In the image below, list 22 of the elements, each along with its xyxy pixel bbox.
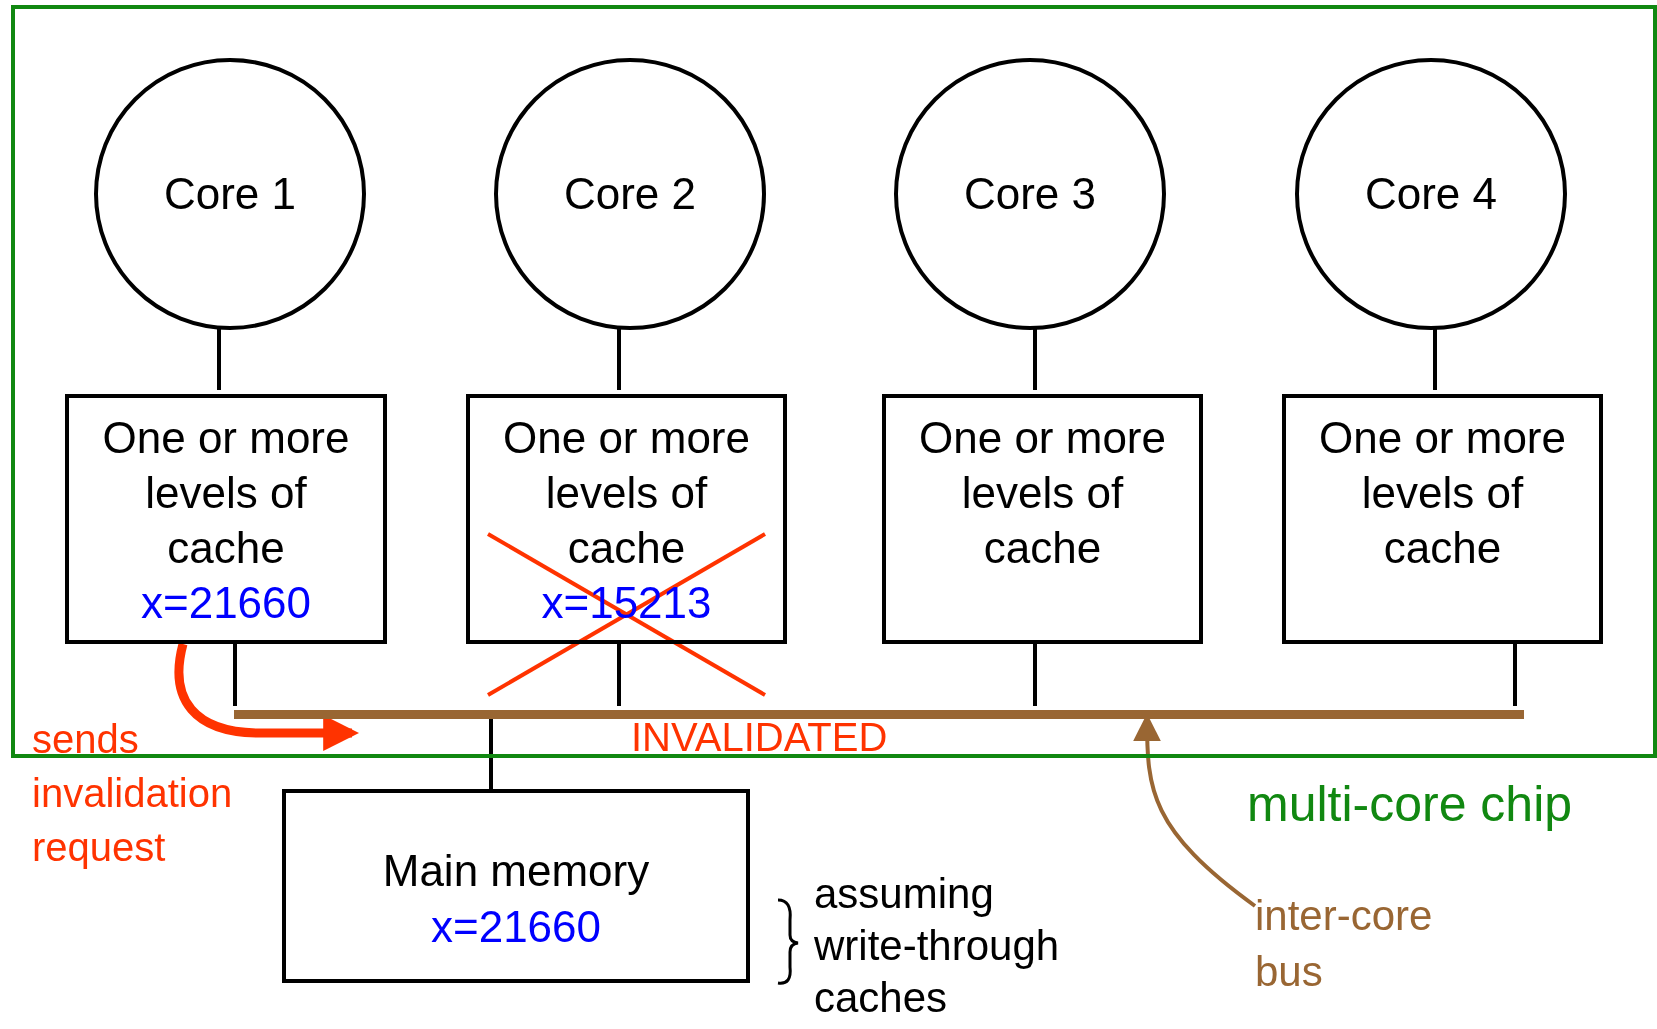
core-circle: Core 2 (494, 58, 766, 330)
cache-box (466, 394, 787, 644)
box-text: One or more levels of cache (101, 412, 351, 574)
box-text: One or more levels of cache (918, 412, 1167, 574)
core-circle: Core 1 (94, 58, 366, 330)
box-text: One or more levels of cache (1318, 412, 1567, 574)
cache-box (65, 394, 387, 644)
box-text: One or more levels of cache (502, 412, 751, 574)
value-text: x=21660 (139, 577, 313, 629)
arrow (174, 643, 360, 751)
core-circle: Core 4 (1295, 58, 1567, 330)
box-text: Main memory (381, 845, 651, 897)
cache-box (882, 394, 1203, 644)
note-text: assuming write-through caches (814, 869, 1061, 1023)
core-circle: Core 3 (894, 58, 1166, 330)
chip-title: multi-core chip (1247, 775, 1573, 833)
edge-label: sends invalidation request (32, 716, 233, 871)
status-text: INVALIDATED (631, 714, 888, 760)
cache-box (1282, 394, 1603, 644)
bus-label: inter-core bus (1255, 888, 1485, 1004)
value-text: x=21660 (429, 901, 603, 953)
bus-bar (234, 710, 1524, 719)
